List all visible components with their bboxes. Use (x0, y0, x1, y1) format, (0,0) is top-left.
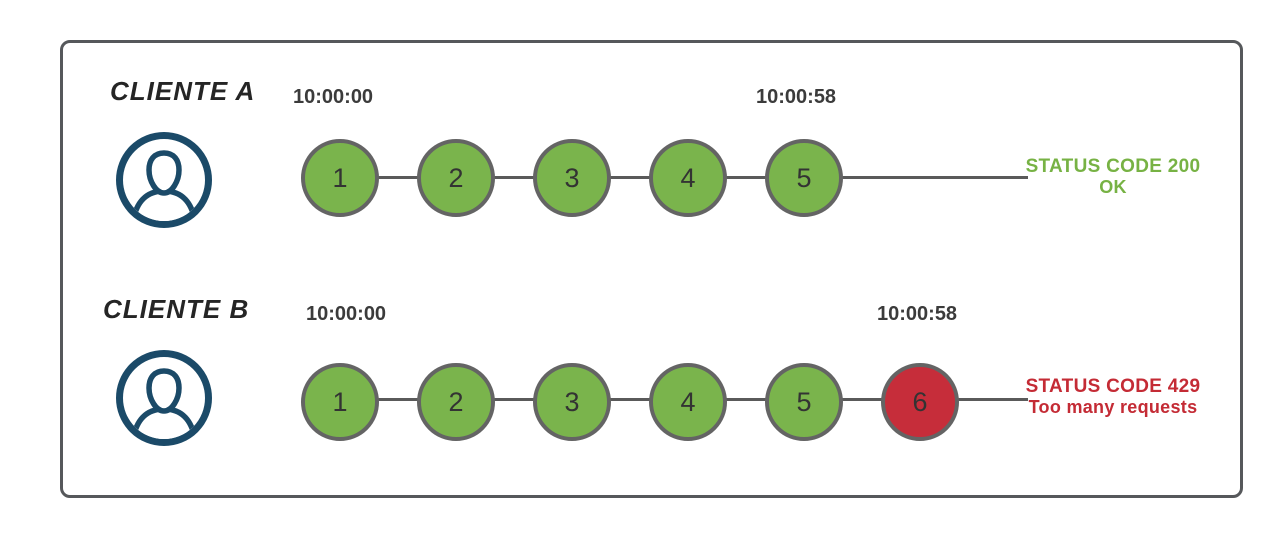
request-circle: 5 (765, 139, 843, 217)
status-message-line: OK (1099, 177, 1127, 197)
request-circle: 5 (765, 363, 843, 441)
status-message-line: Too many requests (1028, 397, 1198, 417)
request-circle: 3 (533, 363, 611, 441)
request-circle: 4 (649, 363, 727, 441)
row-a-status-text: STATUS CODE 200 OK (1013, 156, 1213, 198)
row-b-end-time: 10:00:58 (877, 303, 958, 325)
request-circle: 6 (881, 363, 959, 441)
row-b-start-time: 10:00:00 (306, 303, 387, 325)
request-circle: 1 (301, 363, 379, 441)
row-a-start-time: 10:00:00 (293, 86, 374, 108)
request-circle: 4 (649, 139, 727, 217)
row-b-status-text: STATUS CODE 429 Too many requests (1013, 376, 1213, 418)
status-code-line: STATUS CODE 429 (1025, 376, 1201, 397)
status-code-line: STATUS CODE 200 (1025, 156, 1201, 177)
diagram-border-box (60, 40, 1243, 498)
request-circle: 1 (301, 139, 379, 217)
client-a-label: CLIENTE A (110, 76, 256, 106)
row-a-end-time: 10:00:58 (756, 86, 837, 108)
request-circle: 2 (417, 139, 495, 217)
user-avatar-icon (116, 350, 212, 446)
client-b-label: CLIENTE B (103, 294, 250, 324)
request-circle: 2 (417, 363, 495, 441)
request-circle: 3 (533, 139, 611, 217)
user-avatar-icon (116, 132, 212, 228)
